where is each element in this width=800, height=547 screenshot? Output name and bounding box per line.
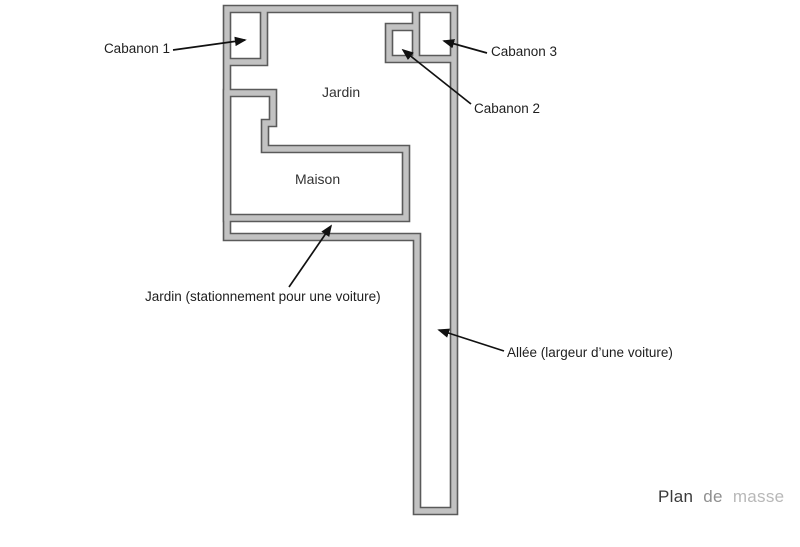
cabanon1-arrow [172,36,247,51]
walls-fill-layer [224,6,457,514]
watermark-word-1: Plan [658,487,694,506]
cabanon1-wall [227,9,269,67]
label-parking-jardin: Jardin (stationnement pour une voiture) [145,289,381,304]
cabanon2-wall-fill [386,24,454,62]
label-cabanon-3: Cabanon 3 [491,44,558,59]
watermark-word-3: masse [732,487,785,506]
house-wall-fill [224,90,409,221]
cabanon3-arrow [442,39,488,54]
house-wall [222,88,411,223]
watermark-plan-de-masse: Plan de masse [658,487,784,507]
property-boundary-wall-fill [224,6,457,514]
parking-arrow [288,224,333,288]
allee-arrow [437,328,505,352]
cabanon2-wall [384,22,454,64]
cabanon2-arrow [401,48,472,105]
annotation-arrows [172,36,505,352]
label-allee: Allée (largeur d’une voiture) [507,345,673,360]
label-maison: Maison [295,171,341,187]
label-jardin: Jardin [322,84,361,100]
watermark-word-2: de [703,487,723,506]
label-cabanon-2: Cabanon 2 [474,101,541,116]
label-cabanon-1: Cabanon 1 [103,41,170,56]
cabanon1-wall-fill [227,9,267,65]
